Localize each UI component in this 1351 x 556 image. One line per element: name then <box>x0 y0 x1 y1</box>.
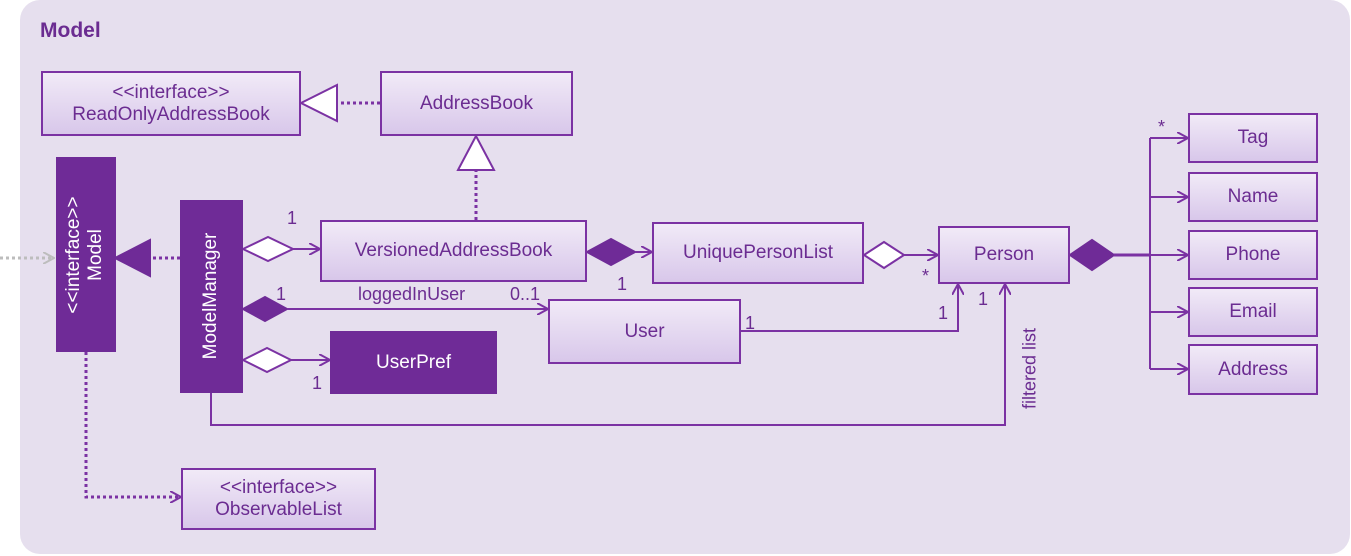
aggregation-diamond-userpref <box>240 346 294 374</box>
class-email[interactable]: Email <box>1188 287 1318 337</box>
class-name: VersionedAddressBook <box>354 240 553 261</box>
class-name: Tag <box>1237 127 1269 148</box>
mult-userpref: 1 <box>312 373 323 393</box>
composition-diamond-upl <box>584 237 638 267</box>
class-name: Name <box>1227 186 1279 207</box>
class-name: UserPref <box>376 351 451 373</box>
class-name: User <box>624 320 665 342</box>
class-person[interactable]: Person <box>938 226 1070 284</box>
class-name: ReadOnlyAddressBook <box>72 103 270 125</box>
generalization-triangle-addressbook <box>456 133 496 171</box>
class-name: Person <box>973 244 1035 265</box>
class-model-manager-label: ModelManager <box>200 232 221 360</box>
class-phone[interactable]: Phone <box>1188 230 1318 280</box>
class-name: AddressBook <box>419 92 533 114</box>
mult-user-person: 1 <box>745 313 756 333</box>
class-tag[interactable]: Tag <box>1188 113 1318 163</box>
aggregation-diamond-versioned <box>240 235 296 263</box>
mult-tag-star: * <box>1158 117 1166 137</box>
association-user-person <box>741 284 958 332</box>
interface-model[interactable] <box>56 157 116 352</box>
class-name: UniquePersonList <box>683 242 833 263</box>
class-user-pref[interactable]: UserPref <box>330 331 497 394</box>
class-name: Model <box>85 229 106 281</box>
class-unique-person-list[interactable]: UniquePersonList <box>652 222 864 284</box>
mult-mm-user: 1 <box>276 284 287 304</box>
mult-user: 0..1 <box>510 284 541 304</box>
stereotype-label: <<interface>> <box>219 477 338 498</box>
interface-observable-list[interactable]: <<interface>> ObservableList <box>181 468 376 530</box>
mult-person-star: * <box>922 266 930 286</box>
dependency-observable <box>84 352 181 497</box>
role-filtered-list: filtered list <box>1019 327 1040 410</box>
mult-person-filtered: 1 <box>978 289 989 309</box>
composition-diamond-fields <box>1068 238 1116 272</box>
class-name: Phone <box>1225 244 1281 265</box>
class-versioned-addressbook[interactable]: VersionedAddressBook <box>320 220 587 282</box>
class-addressbook[interactable]: AddressBook <box>380 71 573 136</box>
mult-mm-versioned: 1 <box>287 208 298 228</box>
class-name-field[interactable]: Name <box>1188 172 1318 222</box>
class-name: ObservableList <box>215 499 342 520</box>
class-model-manager[interactable] <box>180 200 243 393</box>
class-readonly-addressbook[interactable]: <<interface>> ReadOnlyAddressBook <box>41 71 301 136</box>
class-user[interactable]: User <box>548 299 741 364</box>
stereotype-label: <<interface>> <box>63 196 84 314</box>
stereotype-label: <<interface>> <box>112 81 230 103</box>
interface-model-label: <<interface>> Model <box>63 160 107 350</box>
mult-person-user: 1 <box>938 303 949 323</box>
realization-triangle-readonly <box>298 83 338 123</box>
association-filtered-list <box>210 284 1005 426</box>
class-name: Email <box>1229 301 1277 322</box>
class-address[interactable]: Address <box>1188 344 1318 395</box>
mult-upl: 1 <box>617 274 628 294</box>
realization-triangle-model <box>112 238 151 278</box>
class-name: Address <box>1218 358 1288 380</box>
package-title: Model <box>40 19 101 42</box>
role-logged-in-user: loggedInUser <box>358 284 466 304</box>
aggregation-diamond-person <box>862 240 906 270</box>
